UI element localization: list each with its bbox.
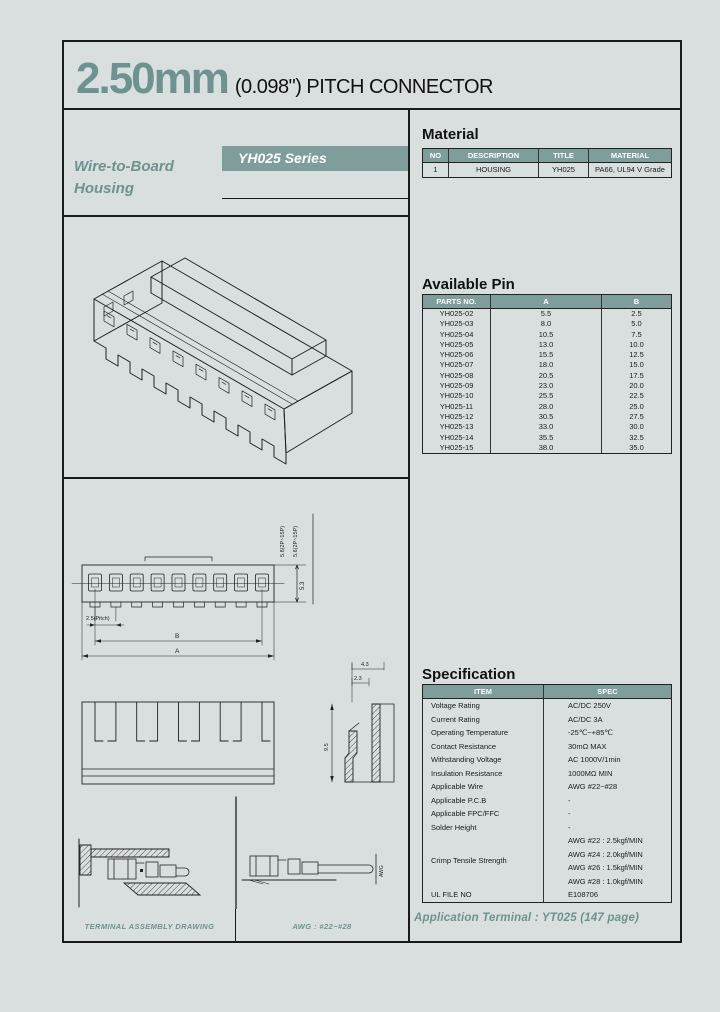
tables-pane: Material NO DESCRIPTION TITLE MATERIAL 1… [410, 110, 680, 943]
isometric-drawing-section [64, 217, 408, 479]
available-pin-table-header: PARTS NO. A B [423, 295, 671, 309]
isometric-housing-drawing [93, 257, 353, 465]
dimension-drawings: 5.8(2P~15P) 5.6(2P~15P) 5.3 2.5(Pitch) B… [71, 513, 395, 909]
awg-caption-cell: AWG : #22~#28 [292, 921, 352, 931]
dim-label-pitch: 2.5(Pitch) [86, 616, 110, 622]
spec-row: Solder Height- [423, 820, 671, 834]
dimension-drawing-section: 5.8(2P~15P) 5.6(2P~15P) 5.3 2.5(Pitch) B… [64, 479, 408, 909]
specification-table-header: ITEM SPEC [423, 685, 671, 699]
spec-row: Applicable FPC/FFC- [423, 807, 671, 821]
product-type-label: Wire-to-Board Housing [74, 158, 174, 197]
dim-label-2-3: 2.3 [354, 676, 362, 682]
dim-label-rot1: 5.8(2P~15P) [280, 526, 286, 557]
pitch-connector-subtitle: (0.098") PITCH CONNECTOR [234, 76, 494, 98]
dim-label-awg: AWG [379, 865, 385, 877]
specification-heading: Specification [422, 666, 516, 683]
pitch-size-title: 2.50mm [76, 54, 230, 103]
title-bar: 2.50mm (0.098") PITCH CONNECTOR [64, 42, 680, 110]
material-row: 1 HOUSING YH025 PA66, UL94 V Grade [423, 163, 671, 177]
spec-row-crimp-tensile: Crimp Tensile Strength AWG #22 : 2.5kgf/… [423, 834, 671, 888]
spec-row: Applicable P.C.B- [423, 793, 671, 807]
material-table: NO DESCRIPTION TITLE MATERIAL 1 HOUSING … [422, 148, 672, 178]
material-table-header: NO DESCRIPTION TITLE MATERIAL [423, 149, 671, 163]
datasheet-page: 2.50mm (0.098") PITCH CONNECTOR Wire-to-… [62, 40, 682, 943]
material-heading: Material [422, 126, 479, 143]
spec-row: Operating Temperature-25℃~+85℃ [423, 726, 671, 740]
dim-label-5-3: 5.3 [300, 581, 306, 590]
terminal-assembly-caption-cell: TERMINAL ASSEMBLY DRAWING [64, 909, 236, 943]
dim-label-b: B [175, 633, 179, 640]
crimp-spec-lines: AWG #22 : 2.5kgf/MIN AWG #24 : 2.0kgf/MI… [568, 836, 643, 886]
dim-label-9-5: 9.5 [324, 743, 330, 751]
dim-label-a: A [175, 648, 180, 655]
application-terminal-note: Application Terminal : YT025 (147 page) [414, 912, 640, 924]
dim-label-rot2: 5.6(2P~15P) [293, 526, 299, 557]
drawing-pane: Wire-to-Board Housing YH025 Series [64, 110, 410, 943]
available-pin-heading: Available Pin [422, 276, 515, 293]
drawing-footer: TERMINAL ASSEMBLY DRAWING AWG : #22~#28 [64, 909, 408, 943]
dim-label-4-3: 4.3 [361, 662, 369, 668]
series-badge: YH025 Series [222, 146, 408, 171]
series-header-section: Wire-to-Board Housing YH025 Series [64, 110, 408, 217]
series-underline [222, 198, 408, 199]
